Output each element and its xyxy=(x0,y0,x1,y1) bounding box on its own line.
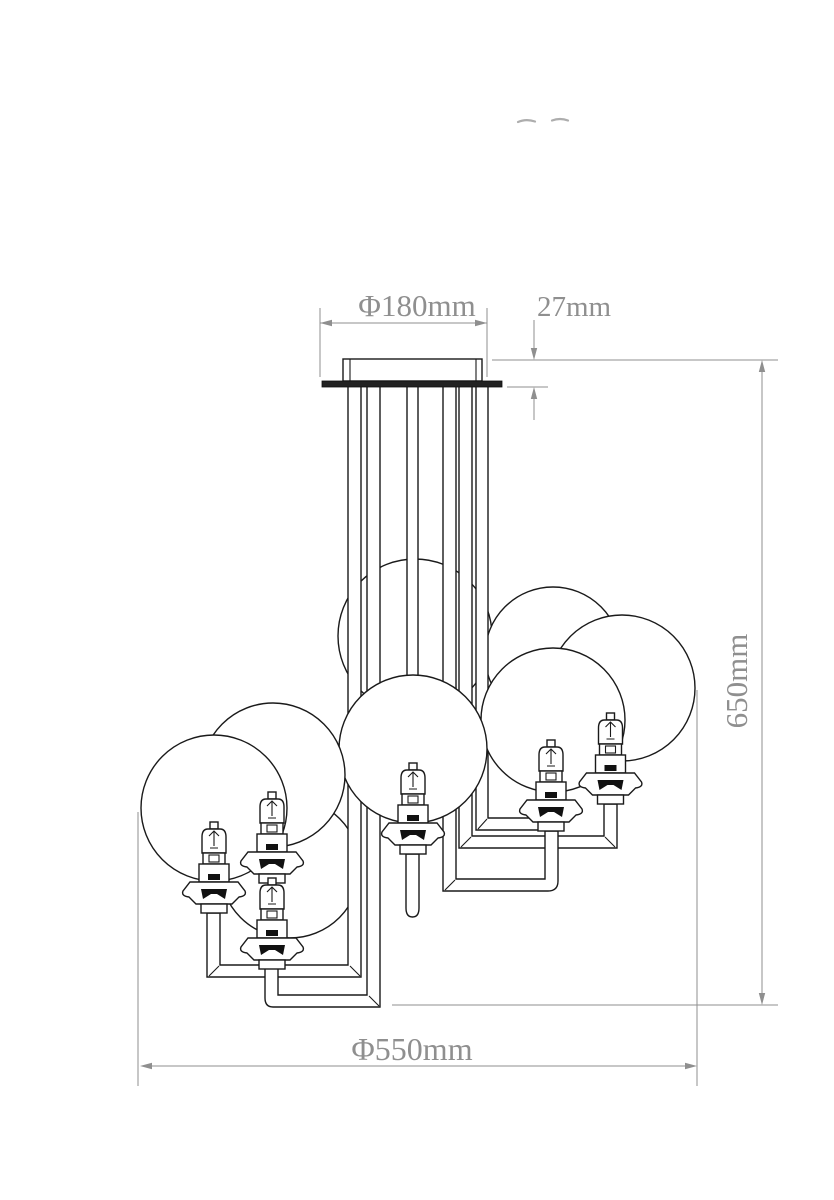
dim-overall-diameter: Φ550mm xyxy=(137,690,698,1086)
dim-overall-height: 650mm xyxy=(392,360,778,1006)
arm-left-inner xyxy=(264,384,381,1008)
lamp-sockets xyxy=(181,712,643,970)
canopy-height-label: 27mm xyxy=(537,291,612,323)
overall-diameter-label: Φ550mm xyxy=(351,1031,472,1067)
arm-right-inner xyxy=(442,384,559,892)
ceiling-canopy xyxy=(321,358,503,388)
arm-corner-bevels xyxy=(208,818,616,1007)
dimension-annotations: Φ180mm 27mm 650mm Φ550mm xyxy=(137,288,778,1086)
overall-height-label: 650mm xyxy=(719,634,754,729)
canopy-body xyxy=(342,358,483,382)
canopy-diameter-label: Φ180mm xyxy=(358,288,475,323)
scan-smudges xyxy=(516,117,570,124)
mounting-plate xyxy=(321,380,503,388)
center-finial-stem xyxy=(405,853,420,918)
center-rod xyxy=(406,384,419,716)
glass-globes-front xyxy=(140,647,626,882)
dim-canopy-height: 27mm xyxy=(492,291,778,420)
dim-canopy-diameter: Φ180mm xyxy=(319,288,488,377)
